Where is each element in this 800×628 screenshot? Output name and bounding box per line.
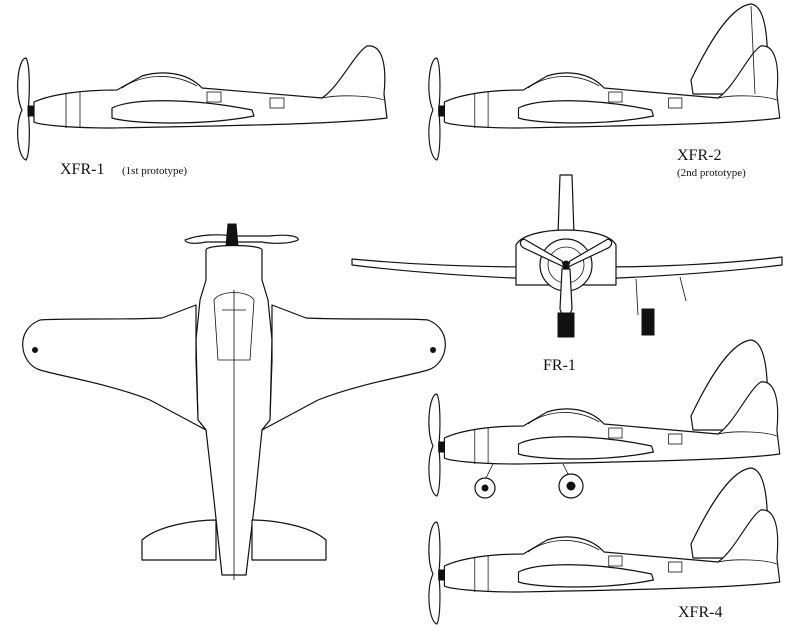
fr1-side-view [428,339,781,499]
xfr1-note: (1st prototype) [122,165,188,177]
xfr2-side-view [428,3,781,161]
fr1-label: FR-1 [543,357,576,374]
xfr1-label: XFR-1 [60,161,105,178]
xfr4-label: XFR-4 [678,604,723,621]
xfr2-label: XFR-2 [677,147,722,164]
xfr1-side-view [17,45,388,161]
plan-view [22,223,446,580]
xfr4-side-view [428,467,781,625]
fr1-front-view [351,174,783,338]
xfr2-note: (2nd prototype) [677,167,746,179]
